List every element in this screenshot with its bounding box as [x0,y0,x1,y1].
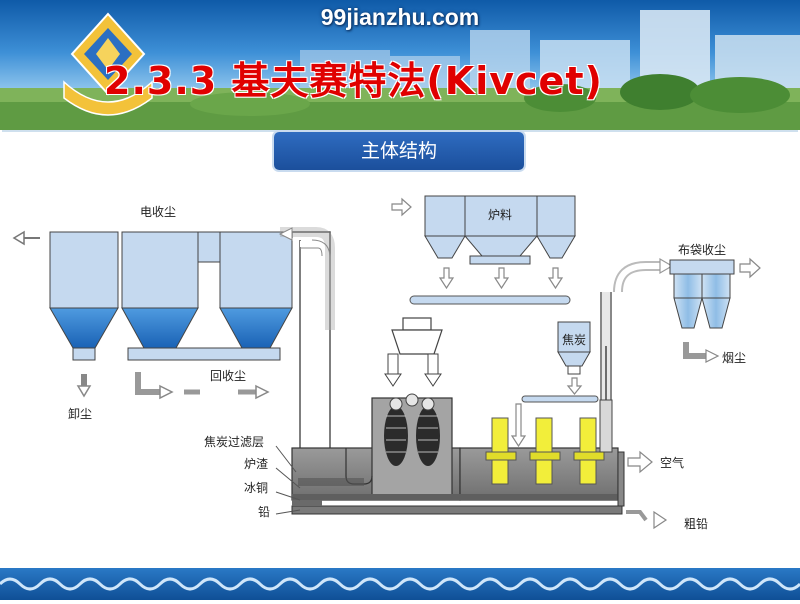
label-matte: 冰铜 [244,480,268,495]
return-dust-arrow [135,372,160,395]
coke-down-arrow [566,377,583,395]
site-url: 99jianzhu.com [320,4,480,30]
label-crude-lead: 粗铅 [684,517,708,531]
crude-lead-arrow [653,510,668,530]
charge-conveyor [409,295,571,305]
label-air: 空气 [660,455,684,470]
city-skyline-image [0,10,800,130]
label-baghouse: 布袋收尘 [678,243,726,257]
charge-bins [424,195,576,265]
coke-feed-arrow [510,403,527,448]
coke-hopper [557,321,591,375]
label-slag: 炉渣 [244,457,268,471]
label-coke: 焦炭 [562,333,586,347]
electrodes [485,417,605,485]
label-lead: 铅 [258,505,270,519]
section-tab: 主体结构 [274,132,524,170]
charge-down-arrows [438,267,564,290]
coke-conveyor [521,395,599,403]
charge-in-arrow [391,197,412,217]
page-title: 2.3.3 基夫赛特法(Kivcet) [104,59,603,103]
label-return-dust: 回收尘 [210,369,246,383]
baghouse [669,259,735,329]
label-unload-dust: 卸尘 [68,406,92,421]
crude-lead-outlet [626,510,648,522]
header-banner: 99jianzhu.com 2.3.3 基夫赛特法(Kivcet) [0,0,800,130]
electrostatic-precipitator [49,231,293,361]
gas-flow-arrow [299,241,325,333]
footer-band [0,568,800,600]
school-logo [63,12,153,116]
label-electrostatic-precipitator: 电收尘 [140,205,176,219]
air-arrow [627,450,653,474]
baghouse-out-arrow [739,257,761,279]
label-coke-filter-layer: 焦炭过滤层 [204,435,264,449]
layer-leader-lines [275,445,301,515]
label-fume-dust: 烟尘 [722,351,746,365]
coke-filter-flames [384,393,440,466]
oxygen-burner [384,317,443,387]
label-charge: 炉料 [488,208,512,222]
fume-dust-arrow [683,342,706,359]
footer-wave-pattern [0,577,800,591]
arrow-left-icon [12,230,25,246]
